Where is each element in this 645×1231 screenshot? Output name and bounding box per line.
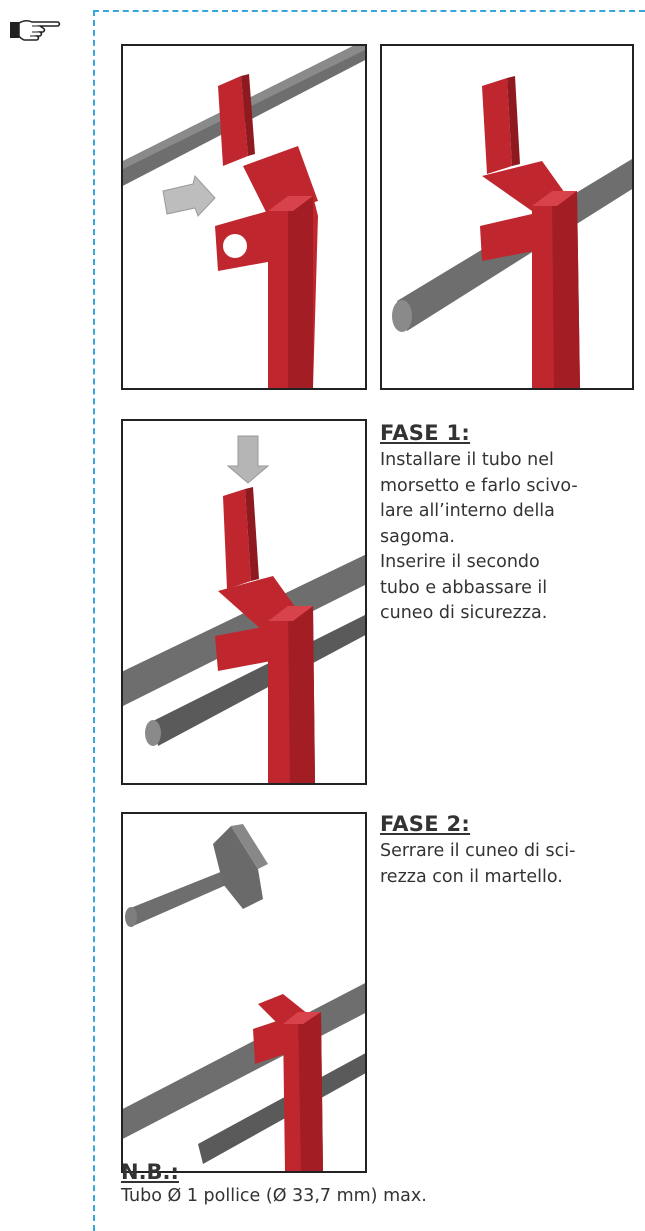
step-1-line: Installare il tubo nel — [380, 450, 554, 470]
dashed-border-top — [93, 10, 645, 12]
step-1-line: Inserire il secondo — [380, 552, 540, 572]
illustration-clamp-insert-pipe — [121, 44, 367, 390]
step-1-line: tubo e abbassare il — [380, 577, 548, 598]
step-1-text: Installare il tubo nel morsetto e farlo … — [380, 448, 630, 627]
step-2-line: Serrare il cuneo di sci- — [380, 841, 576, 861]
pointing-hand-icon — [10, 16, 62, 46]
illustration-lower-safety-wedge — [121, 419, 367, 785]
dashed-border-left — [93, 10, 95, 1231]
step-1-line: morsetto e farlo scivo- — [380, 475, 578, 496]
step-2-title: FASE 2: — [380, 812, 471, 836]
step-1-title: FASE 1: — [380, 421, 471, 445]
illustration-hammer-wedge — [121, 812, 367, 1173]
step-1-line: sagoma. — [380, 526, 455, 547]
step-1: FASE 1: Installare il tubo nel morsetto … — [380, 421, 630, 627]
note-text: Tubo Ø 1 pollice (Ø 33,7 mm) max. — [121, 1186, 427, 1206]
step-1-line: lare all’interno della — [380, 501, 555, 521]
step-2-line: rezza con il martello. — [380, 866, 563, 887]
note-title: N.B.: — [121, 1160, 179, 1184]
step-2-text: Serrare il cuneo di sci- rezza con il ma… — [380, 839, 630, 890]
step-2: FASE 2: Serrare il cuneo di sci- rezza c… — [380, 812, 630, 890]
note: N.B.: Tubo Ø 1 pollice (Ø 33,7 mm) max. — [121, 1160, 427, 1206]
illustration-clamp-second-pipe — [380, 44, 634, 390]
step-1-line: cuneo di sicurezza. — [380, 603, 548, 623]
